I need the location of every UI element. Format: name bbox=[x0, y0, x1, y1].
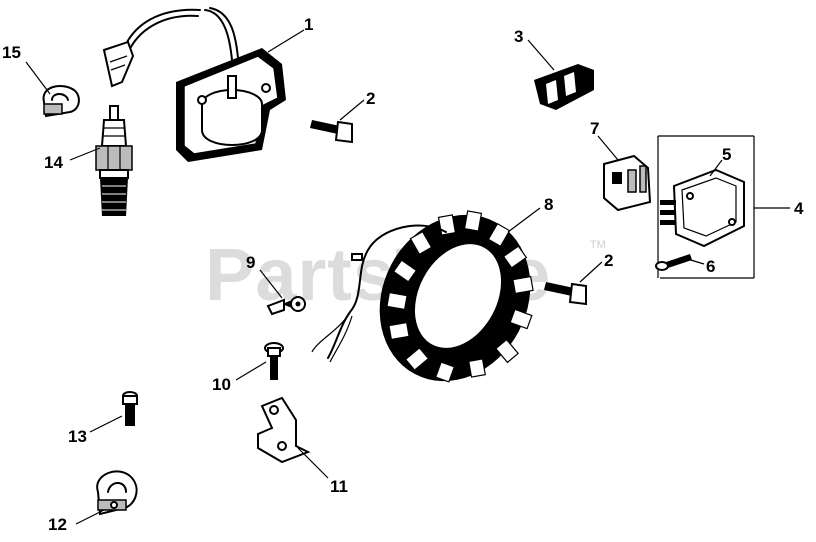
callout-3: 3 bbox=[514, 27, 523, 46]
callout-9: 9 bbox=[246, 253, 255, 272]
callout-11: 11 bbox=[330, 477, 348, 496]
callout-7: 7 bbox=[590, 119, 599, 138]
callout-2-upper: 2 bbox=[366, 89, 375, 108]
callout-2-lower: 2 bbox=[604, 251, 613, 270]
part-screw-ten[interactable] bbox=[264, 342, 284, 380]
part-bolt-lower[interactable] bbox=[544, 282, 587, 306]
part-ignition-coil[interactable] bbox=[102, 7, 286, 162]
part-connector[interactable] bbox=[534, 64, 594, 110]
callouts: 1 2 3 4 5 6 7 8 9 2 10 11 12 13 14 15 bbox=[2, 15, 804, 534]
callout-4: 4 bbox=[794, 199, 804, 218]
callout-15: 15 bbox=[2, 43, 21, 62]
part-bolt-upper[interactable] bbox=[310, 120, 353, 144]
callout-5: 5 bbox=[722, 145, 731, 164]
callout-6: 6 bbox=[706, 257, 715, 276]
watermark-trademark: TM bbox=[590, 239, 606, 251]
callout-14: 14 bbox=[44, 153, 63, 172]
callout-13: 13 bbox=[68, 427, 87, 446]
callout-10: 10 bbox=[212, 375, 231, 394]
part-bracket[interactable] bbox=[257, 396, 311, 464]
part-screw-thirteen[interactable] bbox=[122, 391, 138, 426]
callout-8: 8 bbox=[544, 195, 553, 214]
part-spark-plug[interactable] bbox=[95, 105, 133, 216]
part-terminal-plug[interactable] bbox=[603, 154, 652, 212]
part-stator[interactable] bbox=[311, 188, 559, 407]
callout-1: 1 bbox=[304, 15, 313, 34]
part-regulator-assembly[interactable] bbox=[657, 135, 790, 279]
callout-12: 12 bbox=[48, 515, 67, 534]
part-clamp[interactable] bbox=[96, 470, 138, 516]
part-ring-terminal[interactable] bbox=[266, 296, 306, 316]
part-screw-regulator[interactable] bbox=[655, 254, 692, 271]
part-clip-small[interactable] bbox=[42, 85, 80, 118]
leader-lines bbox=[25, 29, 723, 525]
